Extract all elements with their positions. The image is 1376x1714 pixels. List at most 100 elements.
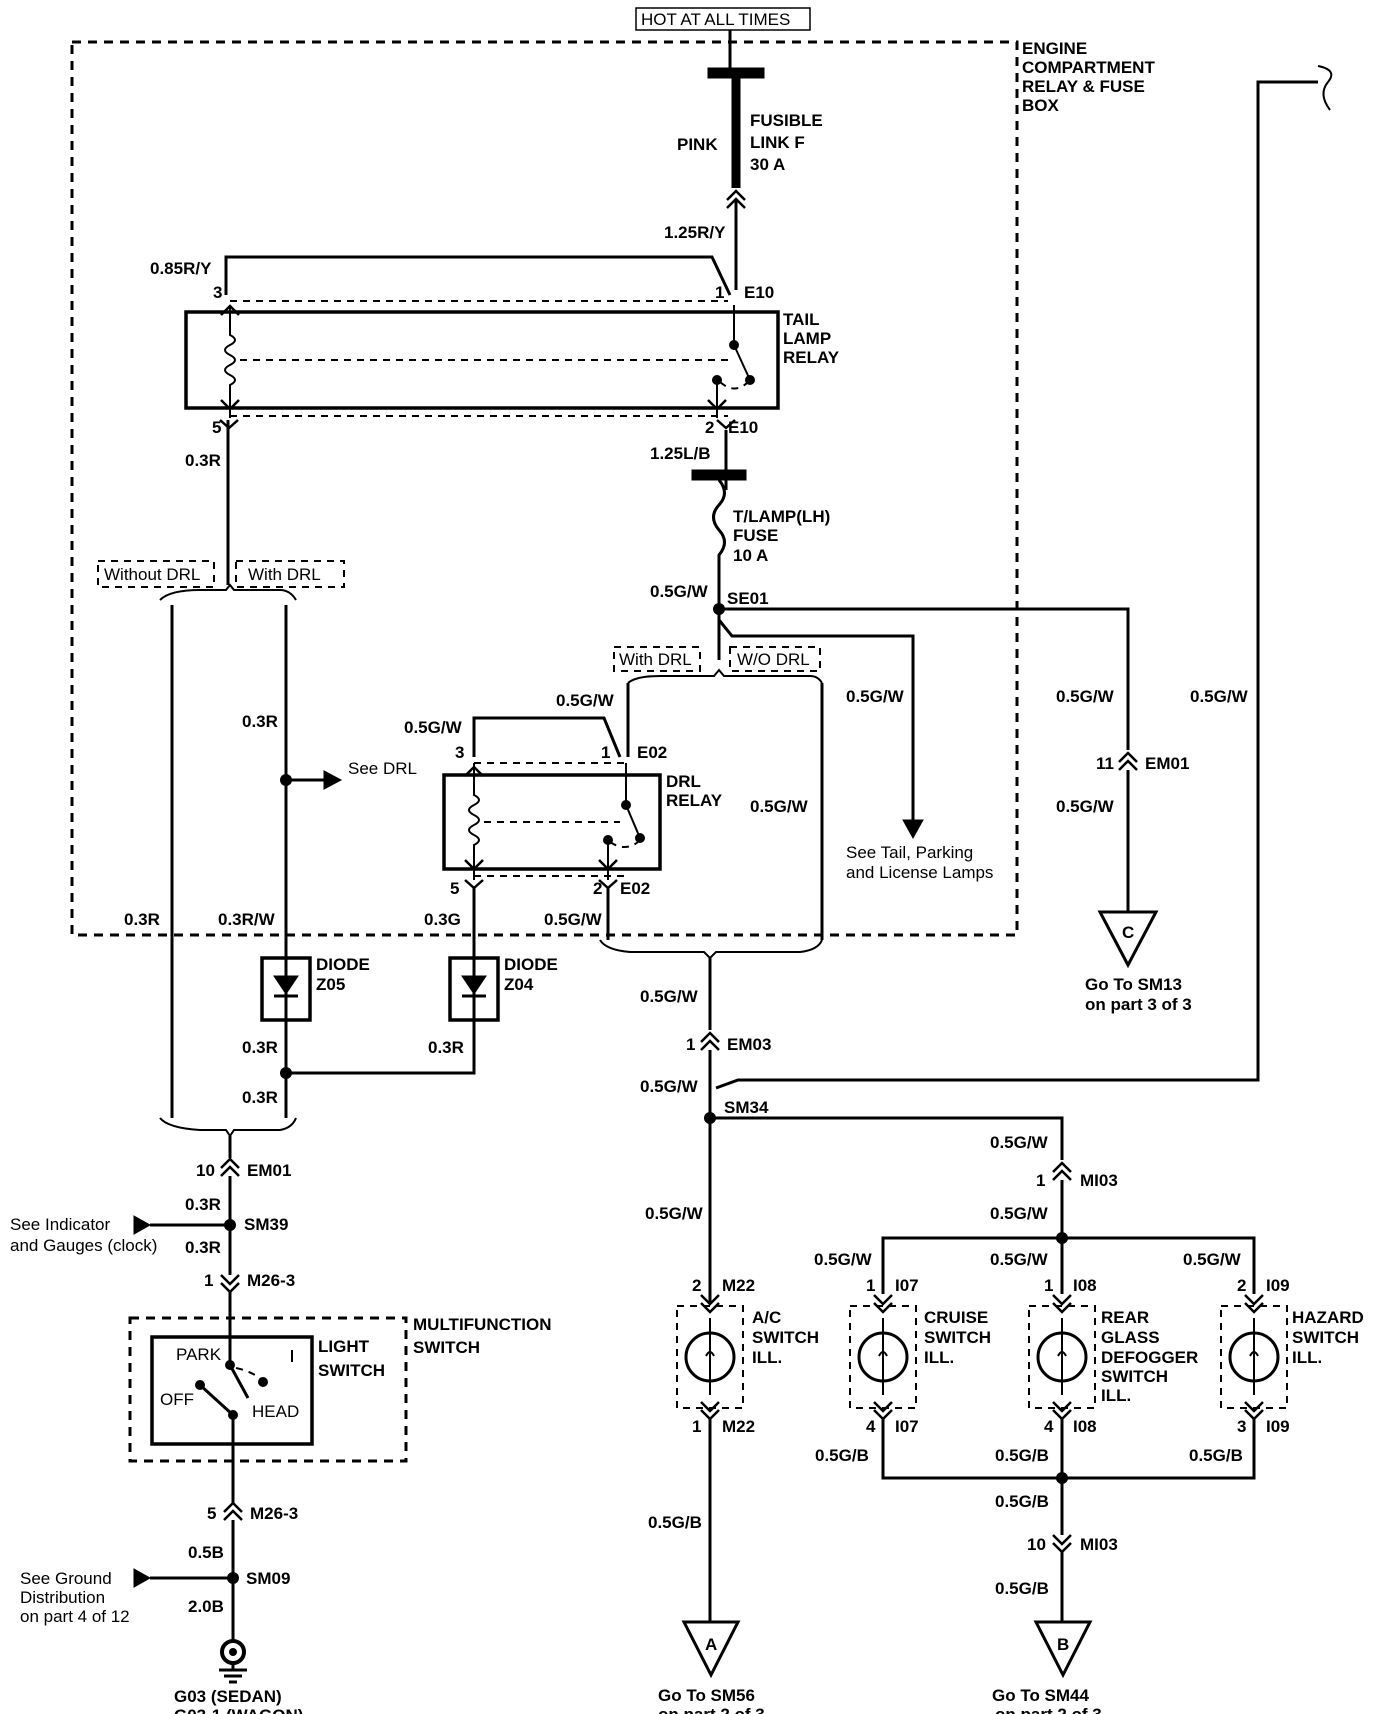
wire-05gw-tail-label: 0.5G/W <box>846 687 905 706</box>
wire-03r-sm39-label: 0.3R <box>185 1238 221 1257</box>
wire-05gw-drlout-label: 0.5G/W <box>544 910 603 929</box>
drl-relay-label-1: DRL <box>666 772 701 791</box>
fusible-connector <box>726 189 746 209</box>
see-ground-arrow <box>133 1568 152 1588</box>
tail-relay-chev-out <box>707 399 727 411</box>
diode-z04-label-1: DIODE <box>504 955 558 974</box>
wire-05gw-em03-label: 0.5G/W <box>640 987 699 1006</box>
wire-20b-label: 2.0B <box>188 1597 224 1616</box>
wire-03r-left-label: 0.3R <box>124 910 160 929</box>
cruise-ill-label-1: CRUISE <box>924 1308 988 1327</box>
wire-03r-withdrl-label: 0.3R <box>242 712 278 731</box>
diode-z04-label-2: Z04 <box>504 975 534 994</box>
tail-relay-conn-bot: E10 <box>728 418 758 437</box>
light-switch-label-1: LIGHT <box>318 1337 370 1356</box>
option-branch-drl2 <box>627 668 823 684</box>
tail-relay-label-3: RELAY <box>783 348 840 367</box>
drl-relay-contact-dot2 <box>635 833 645 843</box>
wire-125ry-label: 1.25R/Y <box>664 223 726 242</box>
cruise-ill-label-2: SWITCH <box>924 1328 991 1347</box>
i07-pin4-chevs <box>873 1401 893 1421</box>
m26-pin1-label: M26-3 <box>247 1271 295 1290</box>
hot-label-box <box>635 7 811 31</box>
terminal-a <box>681 1620 741 1679</box>
tail-relay-pin-chevs <box>219 419 736 430</box>
wire-05gb-ac-label: 0.5G/B <box>648 1513 702 1532</box>
m26-pin1-chevs <box>220 1274 240 1294</box>
wire-03r-z04-label: 0.3R <box>428 1038 464 1057</box>
m22-pin1-label: M22 <box>722 1417 755 1436</box>
switch-park-label: PARK <box>176 1345 222 1364</box>
fusible-label-2: LINK F <box>750 133 805 152</box>
i09-pin3-label: I09 <box>1266 1417 1290 1436</box>
em01-pin10: 10 <box>196 1161 215 1180</box>
wire-03r-join-label: 0.3R <box>242 1088 278 1107</box>
splice-diodes <box>280 1067 292 1079</box>
fusible-bus-bar <box>707 67 765 79</box>
multifunction-label-2: SWITCH <box>413 1338 480 1357</box>
wire-se01-to-em01 <box>719 607 1130 750</box>
wire-05gw-hazard-label: 0.5G/W <box>1183 1250 1242 1269</box>
switch-head-label: HEAD <box>252 1402 299 1421</box>
tail-relay-conn-top: E10 <box>744 283 774 302</box>
tail-relay-coil <box>224 305 236 418</box>
fusible-color: PINK <box>677 135 718 154</box>
em01-pin10-chevs <box>220 1157 240 1177</box>
rear-ill-filament <box>1057 1318 1067 1395</box>
em03-label: EM03 <box>727 1035 771 1054</box>
terminal-a-line1: Go To SM56 <box>658 1686 755 1705</box>
wire-05gw-bus-label: 0.5G/W <box>990 1204 1049 1223</box>
m22-pin1-chevs <box>700 1401 720 1421</box>
ground-eyelet-center <box>229 1648 237 1656</box>
option-with-drl-box <box>235 560 345 588</box>
wire-05gw-drlin-label: 0.5G/W <box>404 718 463 737</box>
terminal-a-line2: on part 2 of 3 <box>658 1705 765 1714</box>
tlamp-fuse-label-1: T/LAMP(LH) <box>733 507 830 526</box>
tail-relay-pin1: 1 <box>715 283 724 302</box>
terminal-c-line2: on part 3 of 3 <box>1085 995 1192 1014</box>
see-indicator-label-1: See Indicator <box>10 1215 111 1234</box>
m26-pin5-label: M26-3 <box>250 1504 298 1523</box>
see-tail-label-2: and License Lamps <box>846 863 993 882</box>
rear-ill-label-4: SWITCH <box>1101 1367 1168 1386</box>
switch-dotted-link <box>235 1367 264 1383</box>
terminal-b-line1: Go To SM44 <box>992 1686 1090 1705</box>
drl-relay-contact-arm <box>625 804 641 839</box>
splice-sm09-label: SM09 <box>246 1569 290 1588</box>
option-join-em01 <box>159 1117 297 1138</box>
option-with-drl: With DRL <box>248 565 321 584</box>
m26-pin5: 5 <box>207 1504 216 1523</box>
wire-05gw-riser-label: 0.5G/W <box>1190 687 1249 706</box>
m22-pin2: 2 <box>692 1276 701 1295</box>
terminal-b-letter: B <box>1057 1635 1069 1654</box>
splice-sm34-label: SM34 <box>724 1098 769 1117</box>
wire-sm34-to-mi03 <box>710 1116 1064 1160</box>
i09-pin3: 3 <box>1237 1417 1246 1436</box>
switch-blade <box>198 1383 235 1417</box>
wire-sm34-riser <box>715 80 1318 1090</box>
em01-pin11-chevs <box>1118 751 1138 771</box>
option-with-drl2: With DRL <box>619 650 692 669</box>
mi03-pin10-label: MI03 <box>1080 1535 1118 1554</box>
hazard-ill-label-2: SWITCH <box>1292 1328 1359 1347</box>
ill-ground-bus <box>881 1419 1256 1480</box>
wire-05gw-se01-label: 0.5G/W <box>650 582 709 601</box>
i07-pin4-label: I07 <box>895 1417 919 1436</box>
i08-pin4: 4 <box>1044 1417 1054 1436</box>
option-wo-drl-box <box>729 646 821 672</box>
drl-relay-pin3: 3 <box>455 743 464 762</box>
i07-pin1-chevs <box>873 1294 893 1314</box>
wire-05gb-rear-label: 0.5G/B <box>995 1446 1049 1465</box>
drl-relay-pin2: 2 <box>593 879 602 898</box>
tail-relay-label-2: LAMP <box>783 329 831 348</box>
option-without-drl: Without DRL <box>104 565 200 584</box>
mi03-pin1-chevs <box>1052 1161 1072 1181</box>
engine-box-label-4: BOX <box>1022 96 1060 115</box>
rear-ill-label-2: GLASS <box>1101 1328 1160 1347</box>
i07-pin1-label: I07 <box>895 1276 919 1295</box>
wire-03r-em01-label: 0.3R <box>185 1195 221 1214</box>
ac-ill-label-1: A/C <box>752 1308 781 1327</box>
wire-05gb-mi03-label: 0.5G/B <box>995 1492 1049 1511</box>
wire-05gw-wodrl-label: 0.5G/W <box>750 797 809 816</box>
multifunction-label-1: MULTIFUNCTION <box>413 1315 552 1334</box>
